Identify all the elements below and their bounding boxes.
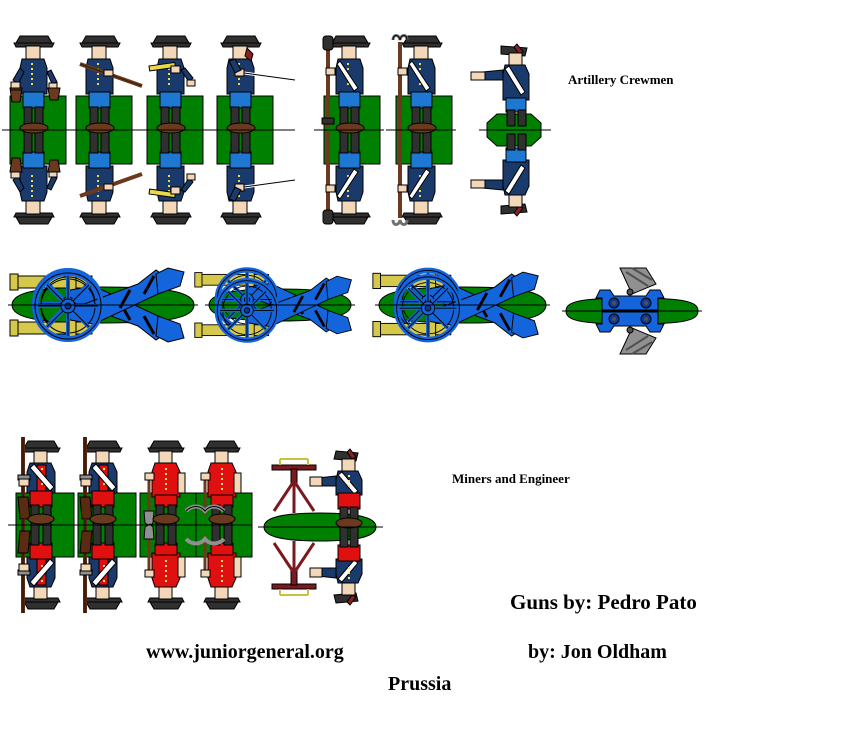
gun-field-gun-2 — [205, 240, 355, 370]
figure-mirrored — [270, 517, 363, 606]
crossbelt — [336, 60, 359, 92]
figure-artillery-officer — [465, 28, 561, 217]
figure-crewman-handspike — [66, 28, 144, 225]
crossbelt — [504, 65, 526, 96]
portfire-icon — [148, 61, 177, 72]
figure-upright — [148, 35, 196, 130]
figure-engineer-surveyor — [258, 435, 383, 606]
figure-upright — [321, 35, 371, 130]
figure-upright — [9, 35, 61, 130]
crossbelt — [408, 60, 431, 92]
figure-base-mirror — [263, 526, 377, 542]
figure-miner-pickaxe — [184, 435, 253, 610]
figure-upright — [220, 35, 296, 130]
figure-crewman-bucket — [2, 28, 70, 225]
label-website: www.juniorgeneral.org — [146, 641, 344, 663]
figure-mirrored — [78, 513, 124, 615]
gun-field-gun-1 — [8, 240, 198, 370]
label-artillery-crewmen: Artillery Crewmen — [568, 72, 674, 87]
figure-mirrored — [322, 122, 371, 225]
figure-crewman-worm — [386, 28, 456, 226]
figure-crewman-portfire — [139, 28, 211, 225]
label-miners-and-engineer: Miners and Engineer — [452, 471, 570, 486]
figure-crewman-sword — [209, 28, 296, 225]
figure-crewman-rammer — [314, 28, 384, 225]
gun-mortar — [562, 262, 702, 360]
mortar-upright — [595, 267, 665, 311]
pointing-hand — [470, 71, 486, 81]
label-nation: Prussia — [388, 673, 452, 695]
bucket-icon — [9, 87, 23, 103]
label-guns-credit: Guns by: Pedro Pato — [510, 590, 697, 614]
figure-miner-musket-2 — [70, 435, 138, 615]
figure-miner-shovel — [134, 435, 197, 610]
gun-field-gun-3 — [375, 240, 550, 370]
figure-upright — [184, 440, 242, 528]
figure-mirrored — [470, 133, 530, 217]
figure-mirrored — [143, 513, 186, 610]
figure-upright — [391, 34, 443, 132]
figure-upright — [79, 35, 143, 130]
figure-mirrored — [184, 513, 242, 610]
figure-upright — [470, 43, 530, 127]
label-author-credit: by: Jon Oldham — [528, 641, 667, 663]
mortar-mirrored — [595, 311, 665, 355]
figure-miner-musket-1 — [8, 435, 76, 615]
figure-mirrored — [16, 513, 62, 615]
